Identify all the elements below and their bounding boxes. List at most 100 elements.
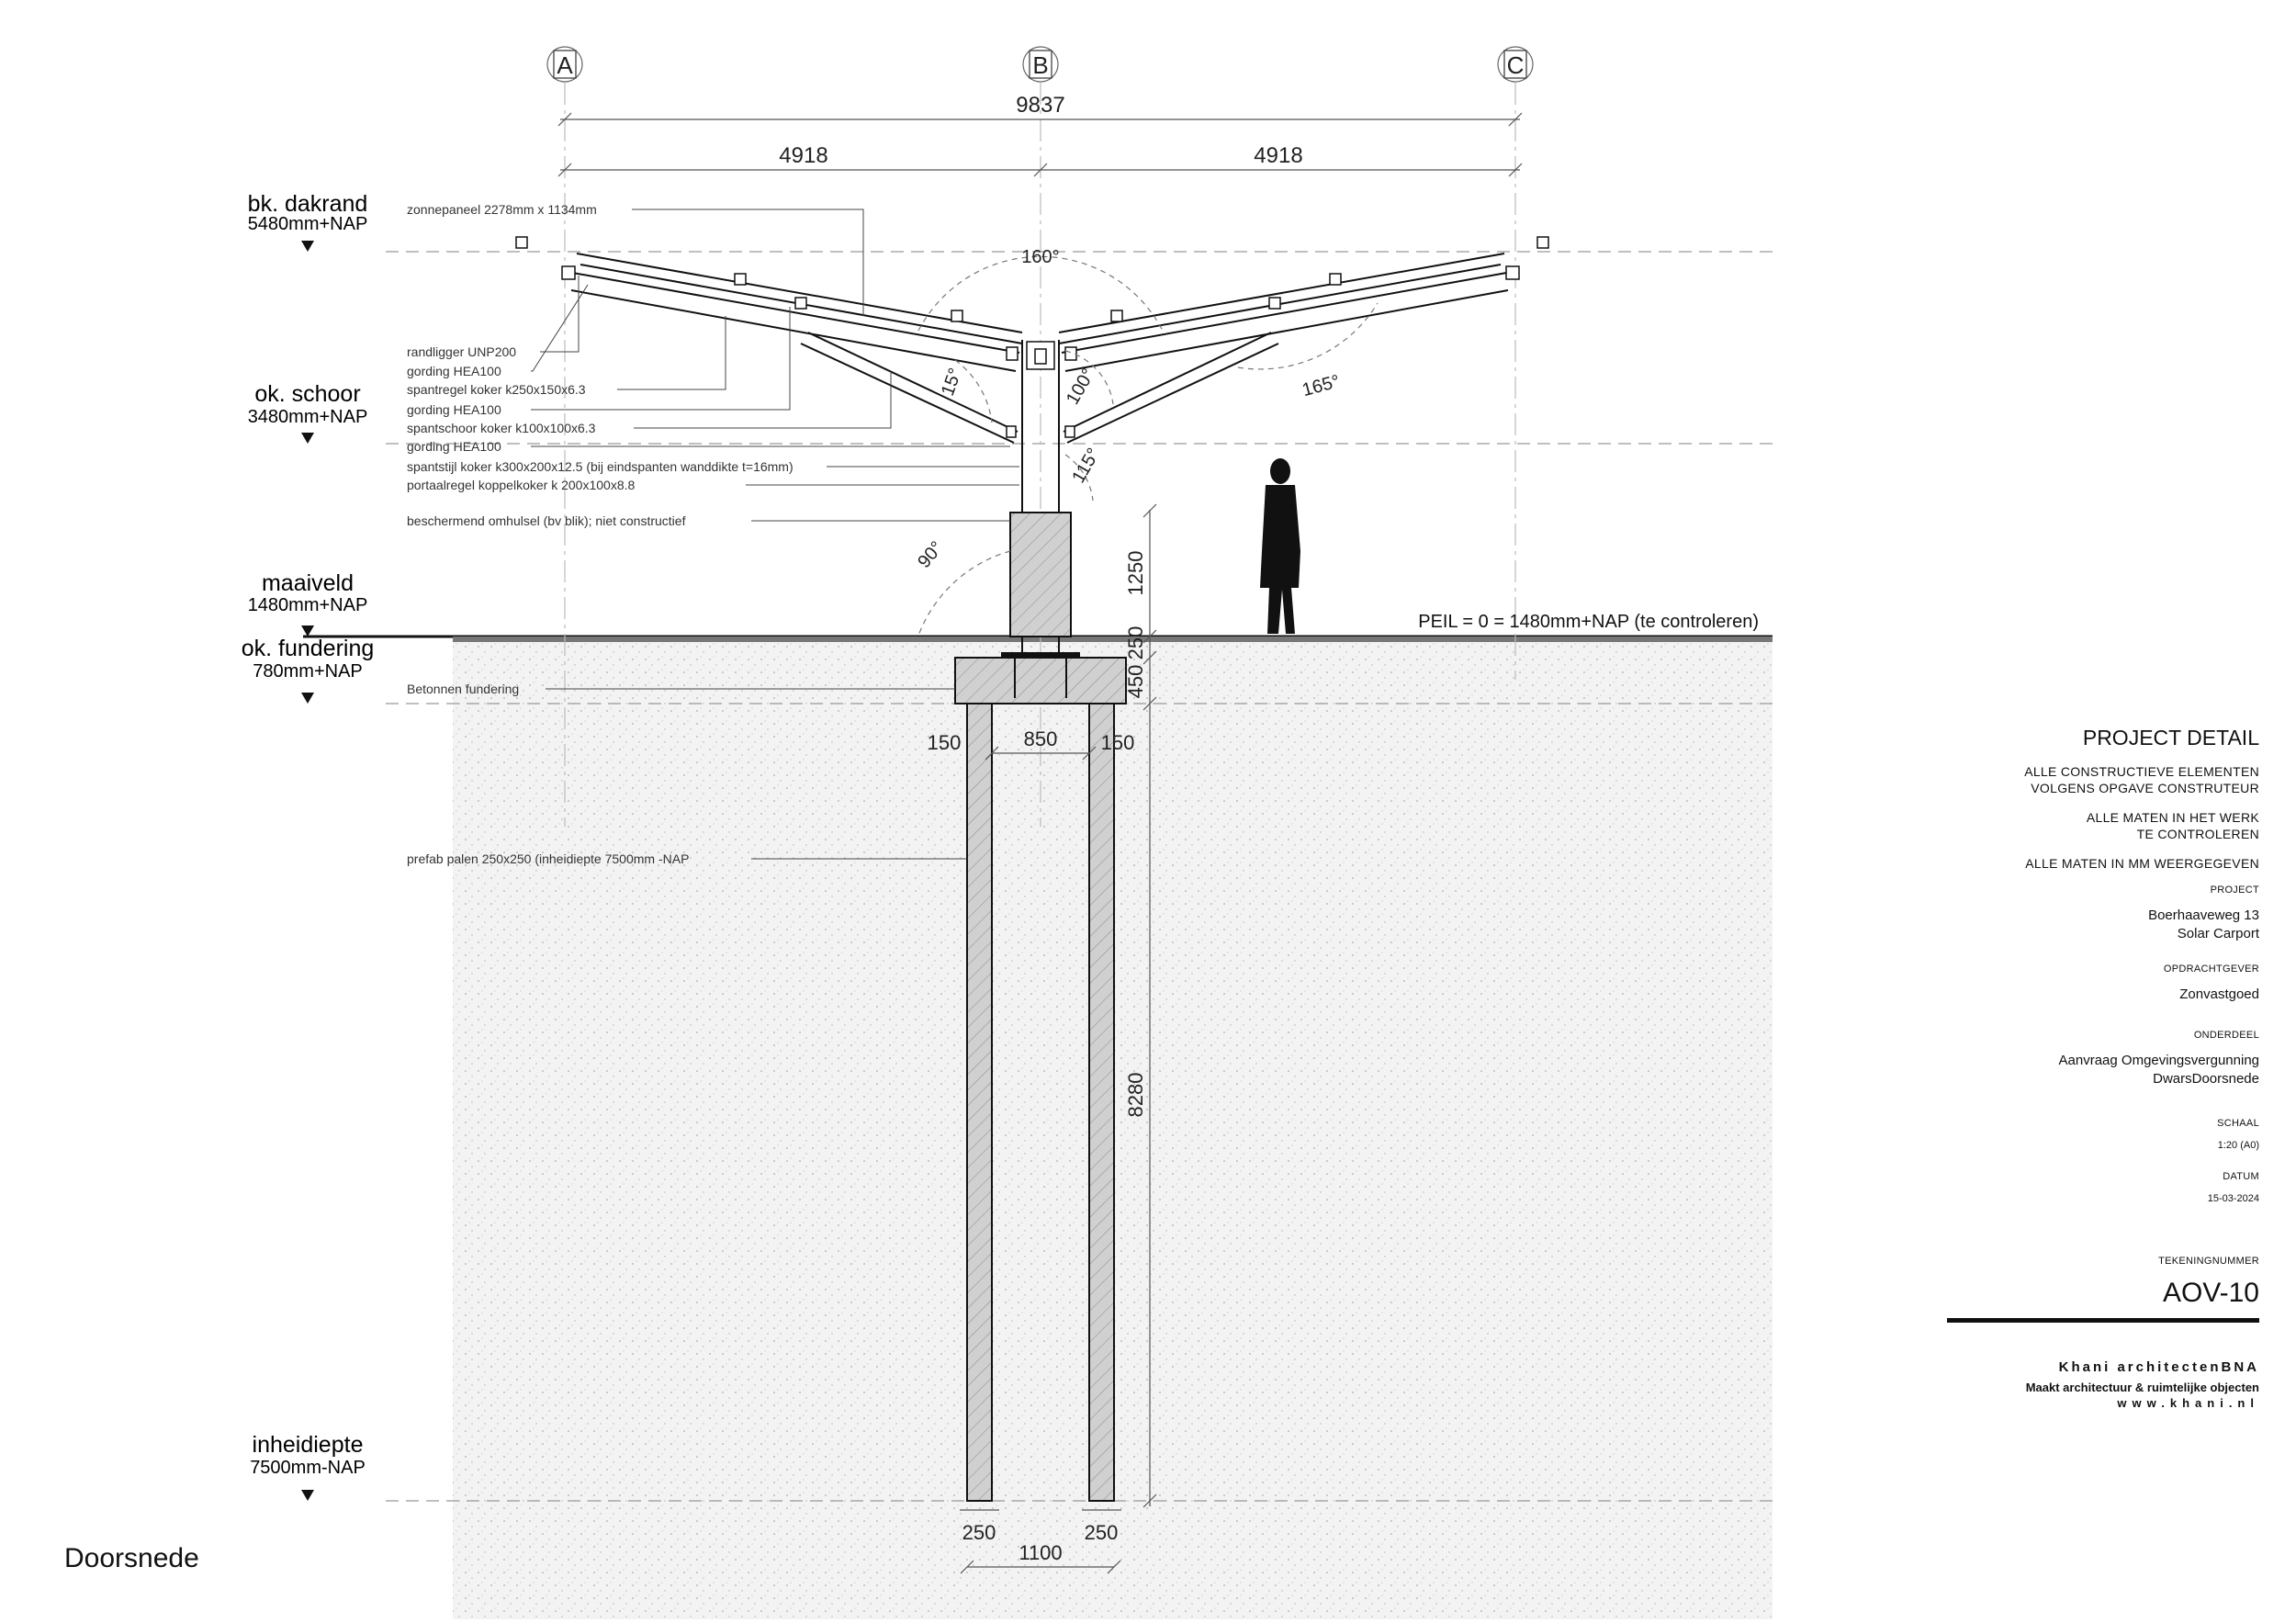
tb-drawing-no: AOV-10 <box>2162 1278 2259 1308</box>
tb-client: Zonvastgoed <box>2179 986 2259 1002</box>
tb-note-line: TE CONTROLEREN <box>2136 827 2259 841</box>
callout-portal-beam: portaalregel koppelkoker k 200x100x8.8 <box>407 478 635 492</box>
angle-base: 90° <box>914 537 947 571</box>
person-silhouette <box>1260 458 1300 634</box>
angle-right-lower: 115° <box>1068 445 1104 487</box>
dim-pile-length: 8280 <box>1124 1073 1147 1118</box>
callout-foundation: Betonnen fundering <box>407 682 519 696</box>
base-plate <box>1001 652 1080 658</box>
angle-arcs <box>917 255 1379 637</box>
level-value: 7500mm-NAP <box>250 1458 366 1478</box>
callout-strut: spantschoor koker k100x100x6.3 <box>407 421 596 435</box>
title-block: PROJECT DETAIL ALLE CONSTRUCTIEVE ELEMEN… <box>1947 726 2259 1410</box>
callout-solar-panel: zonnepaneel 2278mm x 1134mm <box>407 202 597 217</box>
dim-half-right: 4918 <box>1254 143 1302 168</box>
tb-date-label: DATUM <box>2223 1171 2259 1182</box>
tb-part: Aanvraag Omgevingsvergunning DwarsDoorsn… <box>1947 1052 2259 1088</box>
tb-note-line: VOLGENS OPGAVE CONSTRUTEUR <box>2031 781 2259 795</box>
tb-note-line: ALLE MATEN IN HET WERK <box>2086 810 2259 825</box>
tb-project-line: Solar Carport <box>2177 926 2259 941</box>
level-value: 3480mm+NAP <box>248 407 368 427</box>
dimension-piles <box>960 1509 1121 1574</box>
dimension-vertical <box>1142 503 1157 1508</box>
dim-half-left: 4918 <box>779 143 827 168</box>
roof-nodes <box>515 236 1549 438</box>
dimension-footing <box>985 746 1097 761</box>
tb-project-label: PROJECT <box>2210 885 2259 896</box>
tb-scale-label: SCHAAL <box>2217 1118 2259 1129</box>
grid-bubble-a: A <box>546 46 583 83</box>
angle-left-strut: 15° <box>938 366 966 399</box>
concrete-foundation <box>954 657 1127 704</box>
level-value: 5480mm+NAP <box>248 214 368 234</box>
dim-footing-left: 150 <box>928 731 962 754</box>
callout-rafter: spantregel koker k250x150x6.3 <box>407 382 586 397</box>
callout-purlin-1: gording HEA100 <box>407 364 501 378</box>
dim-base-a: 450 <box>1124 665 1147 699</box>
tb-drawing-no-label: TEKENINGNUMMER <box>2158 1256 2259 1267</box>
grid-label-b: B <box>1032 51 1048 79</box>
tb-part-line: DwarsDoorsnede <box>2153 1071 2259 1087</box>
dimension-overall <box>557 112 1523 127</box>
tb-part-line: Aanvraag Omgevingsvergunning <box>2058 1053 2259 1068</box>
tb-note-2: ALLE MATEN IN HET WERK TE CONTROLEREN <box>1947 809 2259 842</box>
dim-overall: 9837 <box>1016 93 1064 118</box>
level-name: ok. schoor <box>254 381 360 407</box>
tb-url: www.khani.nl <box>2117 1396 2259 1410</box>
tb-title: PROJECT DETAIL <box>2082 726 2259 750</box>
callout-column: spantstijl koker k300x200x12.5 (bij eind… <box>407 459 793 474</box>
tb-client-label: OPDRACHTGEVER <box>2163 964 2259 975</box>
angle-right-upper: 100° <box>1063 366 1099 409</box>
pile-left <box>966 703 993 1502</box>
level-value: 780mm+NAP <box>253 661 363 682</box>
grid-label-c: C <box>1507 51 1525 79</box>
tb-note-3: ALLE MATEN IN MM WEERGEGEVEN <box>2025 856 2259 871</box>
tb-part-label: ONDERDEEL <box>2193 1030 2259 1041</box>
view-title: Doorsnede <box>64 1543 199 1573</box>
level-name: inheidiepte <box>253 1432 364 1458</box>
tb-rule <box>1947 1318 2259 1323</box>
callout-leaders <box>531 209 1019 860</box>
level-inheidiepte: inheidiepte 7500mm-NAP <box>250 1432 366 1501</box>
level-name: ok. fundering <box>242 636 375 661</box>
callout-purlin-3: gording HEA100 <box>407 439 501 454</box>
tb-scale: 1:20 (A0) <box>2217 1140 2259 1151</box>
level-fundering: ok. fundering 780mm+NAP <box>242 636 375 704</box>
grid-label-a: A <box>557 51 573 79</box>
dim-column-height: 1250 <box>1124 551 1147 596</box>
tb-project-line: Boerhaaveweg 13 <box>2148 907 2259 923</box>
level-name: bk. dakrand <box>248 191 368 217</box>
dim-footing-mid: 850 <box>1024 727 1058 750</box>
dim-pile-span: 1100 <box>1019 1541 1062 1564</box>
tb-note-1: ALLE CONSTRUCTIEVE ELEMENTEN VOLGENS OPG… <box>1947 763 2259 796</box>
tb-note-line: ALLE CONSTRUCTIEVE ELEMENTEN <box>2024 764 2259 779</box>
anchor-bolts <box>1014 654 1067 698</box>
dim-footing-right: 150 <box>1101 731 1135 754</box>
protective-casing <box>1009 512 1072 637</box>
grid-bubble-c: C <box>1497 46 1534 83</box>
angle-right-arm: 165° <box>1300 371 1343 400</box>
callout-casing: beschermend omhulsel (bv blik); niet con… <box>407 513 686 528</box>
callout-piles: prefab palen 250x250 (inheidiepte 7500mm… <box>407 851 689 866</box>
level-schoor: ok. schoor 3480mm+NAP <box>248 381 368 444</box>
level-name: maaiveld <box>262 570 354 596</box>
grid-bubble-b: B <box>1022 46 1059 83</box>
level-value: 1480mm+NAP <box>248 595 368 615</box>
level-dakrand: bk. dakrand 5480mm+NAP <box>248 191 368 252</box>
dim-pile-right: 250 <box>1085 1521 1119 1544</box>
dimension-halves <box>557 163 1523 177</box>
grid-lines <box>564 83 1516 827</box>
callout-purlin-2: gording HEA100 <box>407 402 501 417</box>
level-maaiveld: maaiveld 1480mm+NAP <box>248 570 368 637</box>
dim-base-b: 250 <box>1124 626 1147 660</box>
peil-label: PEIL = 0 = 1480mm+NAP (te controleren) <box>1418 612 1759 632</box>
ground-strip <box>453 637 1773 642</box>
angle-top: 160° <box>1021 247 1059 267</box>
tb-project: Boerhaaveweg 13 Solar Carport <box>1947 907 2259 943</box>
dim-pile-left: 250 <box>962 1521 996 1544</box>
tb-tagline: Maakt architectuur & ruimtelijke objecte… <box>2025 1381 2259 1394</box>
callout-edge-beam: randligger UNP200 <box>407 344 516 359</box>
tb-firm: Khani architectenBNA <box>2058 1359 2259 1375</box>
tb-date: 15-03-2024 <box>2207 1193 2259 1204</box>
